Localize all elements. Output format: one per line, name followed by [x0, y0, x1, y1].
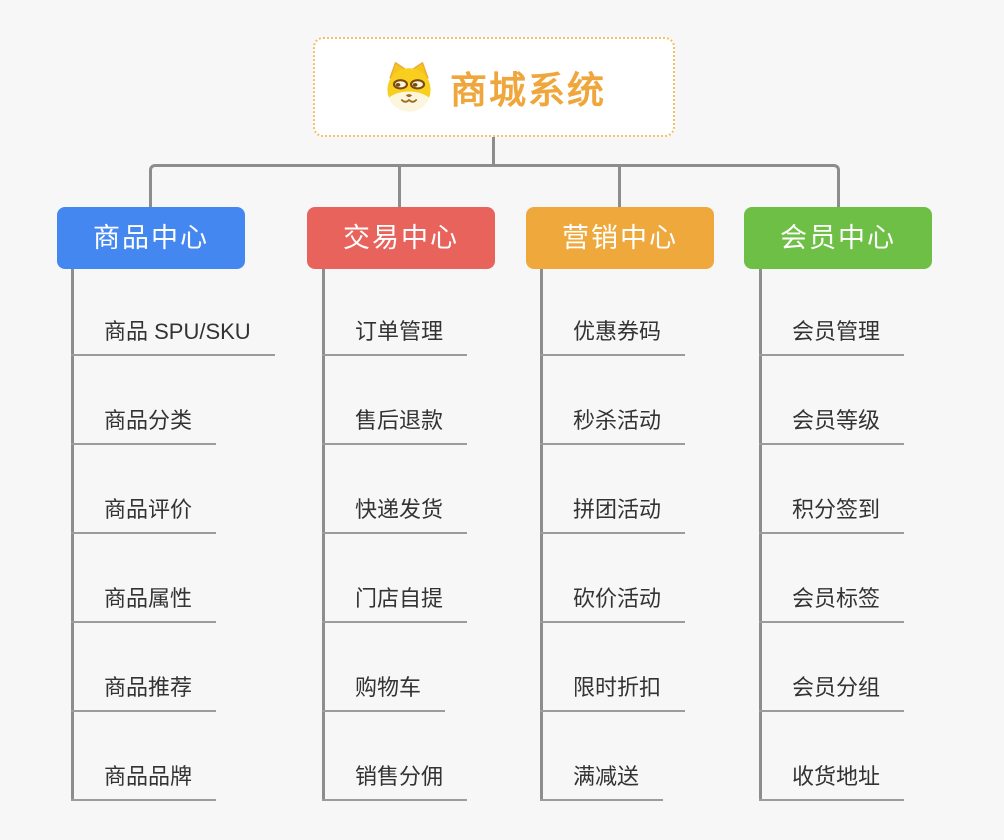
- leaf-node[interactable]: 购物车: [322, 668, 446, 712]
- leaf-node[interactable]: 售后退款: [322, 401, 468, 445]
- leaf-node[interactable]: 订单管理: [322, 312, 468, 356]
- root-title: 商城系统: [450, 70, 606, 111]
- leaf-node[interactable]: 商品品牌: [71, 757, 217, 801]
- branch-node-product-center[interactable]: 商品中心: [57, 207, 245, 269]
- leaf-node[interactable]: 会员管理: [759, 312, 905, 356]
- root-node[interactable]: 商城系统: [313, 37, 675, 137]
- leaf-node[interactable]: 砍价活动: [540, 579, 686, 623]
- leaf-node[interactable]: 会员等级: [759, 401, 905, 445]
- leaf-node[interactable]: 优惠券码: [540, 312, 686, 356]
- leaf-node[interactable]: 商品分类: [71, 401, 217, 445]
- leaf-node[interactable]: 拼团活动: [540, 490, 686, 534]
- connector-root-stem: [492, 137, 495, 165]
- leaf-node[interactable]: 积分签到: [759, 490, 905, 534]
- branch-children-marketing-center: 优惠券码 秒杀活动 拼团活动 砍价活动 限时折扣 满减送: [540, 269, 783, 801]
- leaf-node[interactable]: 会员分组: [759, 668, 905, 712]
- leaf-node[interactable]: 商品 SPU/SKU: [71, 312, 275, 356]
- shiba-dog-icon: [387, 62, 431, 112]
- branch-node-member-center[interactable]: 会员中心: [744, 207, 932, 269]
- leaf-node[interactable]: 商品评价: [71, 490, 217, 534]
- branch-node-marketing-center[interactable]: 营销中心: [526, 207, 714, 269]
- leaf-node[interactable]: 秒杀活动: [540, 401, 686, 445]
- branch-children-member-center: 会员管理 会员等级 积分签到 会员标签 会员分组 收货地址: [759, 269, 1002, 801]
- leaf-node[interactable]: 快递发货: [322, 490, 468, 534]
- leaf-node[interactable]: 销售分佣: [322, 757, 468, 801]
- branch-children-trade-center: 订单管理 售后退款 快递发货 门店自提 购物车 销售分佣: [322, 269, 565, 801]
- branch-node-trade-center[interactable]: 交易中心: [307, 207, 495, 269]
- connector-drop: [618, 166, 621, 207]
- branch-children-product-center: 商品 SPU/SKU 商品分类 商品评价 商品属性 商品推荐 商品品牌: [71, 269, 314, 801]
- leaf-node[interactable]: 限时折扣: [540, 668, 686, 712]
- connector-drop: [398, 166, 401, 207]
- leaf-node[interactable]: 满减送: [540, 757, 664, 801]
- leaf-node[interactable]: 商品属性: [71, 579, 217, 623]
- connector-bus: [149, 164, 840, 207]
- leaf-node[interactable]: 收货地址: [759, 757, 905, 801]
- leaf-node[interactable]: 商品推荐: [71, 668, 217, 712]
- leaf-node[interactable]: 门店自提: [322, 579, 468, 623]
- leaf-node[interactable]: 会员标签: [759, 579, 905, 623]
